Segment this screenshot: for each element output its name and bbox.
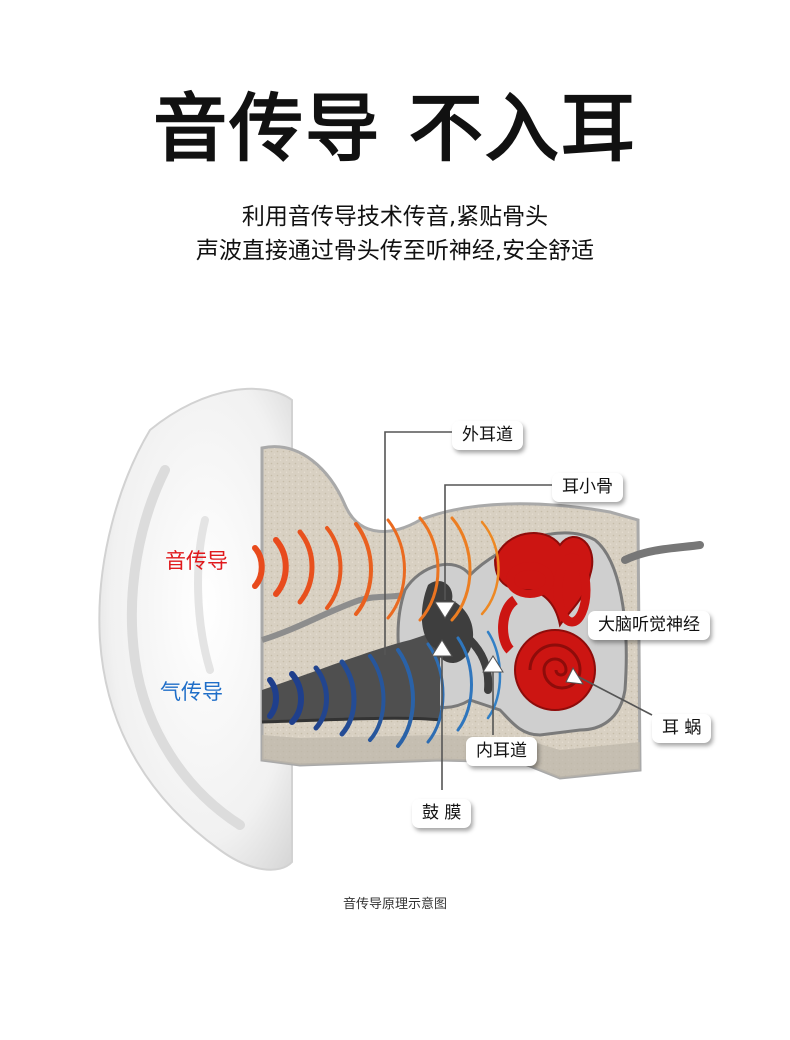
label-ossicles: 耳小骨 bbox=[552, 473, 623, 502]
label-inner-ear-canal: 内耳道 bbox=[466, 737, 537, 766]
air-conduction-label: 气传导 bbox=[160, 680, 223, 704]
label-cochlea: 耳 蜗 bbox=[652, 714, 712, 743]
leader-ossicles bbox=[444, 484, 552, 600]
diagram-caption: 音传导原理示意图 bbox=[342, 897, 447, 912]
label-auditory-nerve: 大脑听觉神经 bbox=[588, 611, 710, 640]
inner-ear bbox=[493, 532, 596, 711]
bone-conduction-waves bbox=[252, 516, 500, 622]
label-eardrum: 鼓 膜 bbox=[412, 799, 472, 828]
leader-arrowheads bbox=[431, 601, 584, 685]
arrowhead-eardrum bbox=[431, 639, 453, 657]
arrowhead-ossicles bbox=[434, 601, 456, 619]
bone-conduction-label: 音传导 bbox=[165, 549, 228, 573]
leader-outer-ear-canal bbox=[384, 431, 452, 655]
subtitle-line-1: 利用音传导技术传音,紧贴骨头 bbox=[241, 204, 549, 230]
leader-lines bbox=[384, 431, 653, 790]
outer-ear bbox=[98, 387, 293, 871]
label-outer-ear-canal: 外耳道 bbox=[452, 421, 523, 450]
arrowhead-cochlea bbox=[565, 666, 584, 685]
arrowhead-inner-ear-canal bbox=[482, 655, 504, 673]
subtitle-line-2: 声波直接通过骨头传至听神经,安全舒适 bbox=[195, 238, 595, 264]
leader-cochlea bbox=[574, 674, 653, 716]
page-title: 音传导 不入耳 bbox=[153, 86, 637, 172]
